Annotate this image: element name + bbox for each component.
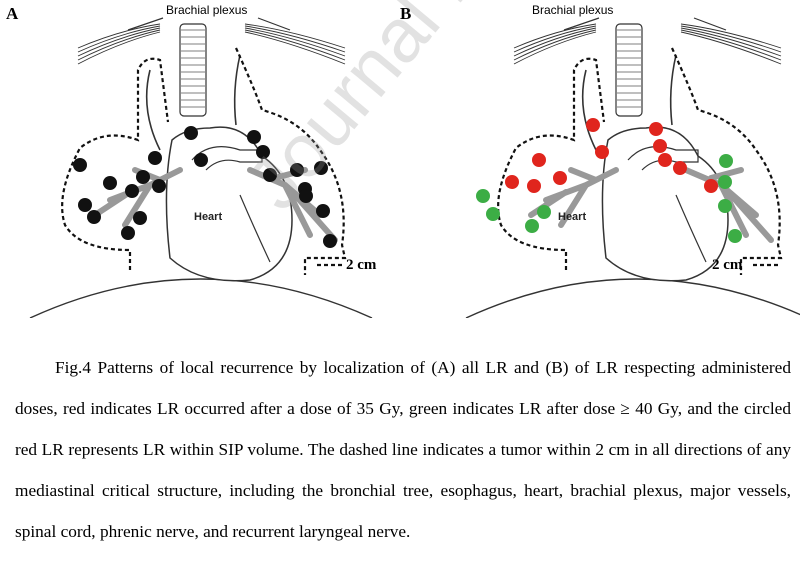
brachial-plexus-right-strand bbox=[244, 25, 346, 53]
right-vessel bbox=[233, 54, 241, 126]
recurrence-dot-green bbox=[718, 199, 732, 213]
plexus-pointer-right bbox=[693, 17, 727, 31]
heart-outline bbox=[165, 126, 293, 282]
aortic-arch bbox=[627, 146, 699, 171]
recurrence-dot-red bbox=[553, 171, 567, 185]
recurrence-dot-black bbox=[78, 198, 92, 212]
left-vessel bbox=[145, 69, 161, 151]
recurrence-dot-black bbox=[299, 189, 313, 203]
heart-septum bbox=[239, 194, 271, 263]
figure-caption: Fig.4 Patterns of local recurrence by lo… bbox=[15, 358, 791, 542]
brachial-plexus-left-strand bbox=[77, 31, 161, 65]
recurrence-dot-black bbox=[133, 211, 147, 225]
brachial-plexus-left-strand bbox=[513, 29, 597, 61]
recurrence-dot-green bbox=[719, 154, 733, 168]
recurrence-dot-green bbox=[537, 205, 551, 219]
panel-letter: A bbox=[6, 4, 19, 23]
recurrence-dot-red bbox=[673, 161, 687, 175]
recurrence-dot-black bbox=[263, 168, 277, 182]
recurrence-dot-black bbox=[314, 161, 328, 175]
recurrence-dot-red bbox=[704, 179, 718, 193]
anatomy-diagram-b bbox=[465, 17, 800, 318]
brachial-plexus-left-strand bbox=[513, 31, 597, 65]
brachial-plexus-left-strand bbox=[77, 23, 161, 49]
brachial-plexus-right-strand bbox=[680, 25, 782, 53]
recurrence-dot-black bbox=[148, 151, 162, 165]
recurrence-dot-red bbox=[595, 145, 609, 159]
recurrence-dot-red bbox=[586, 118, 600, 132]
scale-label: 2 cm bbox=[712, 257, 743, 273]
recurrence-dot-red bbox=[649, 122, 663, 136]
recurrence-dot-green bbox=[525, 219, 539, 233]
trachea bbox=[615, 23, 643, 117]
recurrence-dot-black bbox=[194, 153, 208, 167]
diaphragm-outline bbox=[29, 278, 373, 318]
brachial-plexus-left-strand bbox=[77, 27, 161, 57]
brachial-plexus-right-strand bbox=[680, 31, 782, 65]
brachial-plexus-right-strand bbox=[244, 31, 346, 65]
recurrence-dot-red bbox=[532, 153, 546, 167]
brachial-plexus-right-strand bbox=[244, 27, 346, 57]
recurrence-dot-black bbox=[103, 176, 117, 190]
recurrence-dot-green bbox=[718, 175, 732, 189]
brachial-plexus-label: Brachial plexus bbox=[532, 3, 614, 17]
right-vessel bbox=[669, 54, 677, 126]
brachial-plexus-label: Brachial plexus bbox=[166, 3, 248, 17]
heart-septum bbox=[675, 194, 707, 263]
plexus-pointer-right bbox=[257, 17, 291, 31]
heart-label: Heart bbox=[194, 211, 223, 223]
recurrence-dot-red bbox=[658, 153, 672, 167]
recurrence-dot-black bbox=[184, 126, 198, 140]
recurrence-dot-black bbox=[323, 234, 337, 248]
recurrence-dot-black bbox=[73, 158, 87, 172]
recurrence-dot-red bbox=[527, 179, 541, 193]
recurrence-dot-green bbox=[486, 207, 500, 221]
scale-label: 2 cm bbox=[346, 257, 377, 273]
recurrence-dot-green bbox=[476, 189, 490, 203]
left-bronchial-tree bbox=[528, 167, 619, 228]
recurrence-dot-black bbox=[247, 130, 261, 144]
figure-panel-b: B Brachial plexus Heart 2 cm bbox=[400, 0, 800, 318]
brachial-plexus-left-strand bbox=[513, 23, 597, 49]
brachial-plexus-right-strand bbox=[680, 23, 782, 49]
two-cm-margin bbox=[61, 47, 347, 275]
recurrence-dot-black bbox=[152, 179, 166, 193]
left-bronchial-tree bbox=[92, 167, 183, 228]
anatomy-diagram-a bbox=[29, 17, 373, 318]
recurrence-dot-black bbox=[87, 210, 101, 224]
brachial-plexus-left-strand bbox=[513, 25, 597, 53]
brachial-plexus-left-strand bbox=[513, 27, 597, 57]
recurrence-dot-black bbox=[256, 145, 270, 159]
left-vessel bbox=[581, 69, 597, 151]
plexus-pointer-left bbox=[127, 17, 164, 31]
brachial-plexus-left-strand bbox=[77, 29, 161, 61]
panel-letter: B bbox=[400, 4, 412, 23]
recurrence-dot-black bbox=[316, 204, 330, 218]
diaphragm-outline bbox=[465, 278, 800, 318]
figure-panel-a: A Brachial plexus Heart 2 cm bbox=[0, 0, 400, 318]
recurrence-dot-black bbox=[121, 226, 135, 240]
brachial-plexus-right-strand bbox=[680, 29, 782, 61]
trachea bbox=[179, 23, 207, 117]
heart-label: Heart bbox=[558, 211, 587, 223]
recurrence-dot-red bbox=[653, 139, 667, 153]
right-bronchial-tree bbox=[247, 167, 338, 243]
brachial-plexus-right-strand bbox=[244, 29, 346, 61]
brachial-plexus-right-strand bbox=[680, 27, 782, 57]
recurrence-dot-red bbox=[505, 175, 519, 189]
recurrence-dot-black bbox=[136, 170, 150, 184]
recurrence-dot-black bbox=[290, 163, 304, 177]
brachial-plexus-left-strand bbox=[77, 25, 161, 53]
brachial-plexus-right-strand bbox=[244, 23, 346, 49]
recurrence-dot-black bbox=[125, 184, 139, 198]
two-cm-margin bbox=[497, 47, 783, 275]
recurrence-dot-green bbox=[728, 229, 742, 243]
plexus-pointer-left bbox=[563, 17, 600, 31]
